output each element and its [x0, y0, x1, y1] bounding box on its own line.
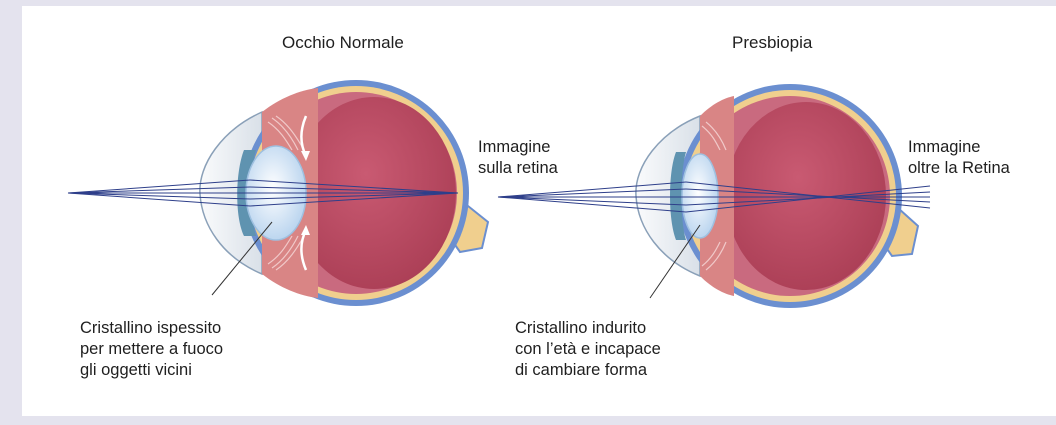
- normal-lens-label-line1: Cristallino ispessito: [80, 318, 223, 339]
- presbyopia-lens-label-line1: Cristallino indurito: [515, 318, 661, 339]
- normal-image-label-line2: sulla retina: [478, 158, 558, 179]
- presbyopia-lens-label-line3: di cambiare forma: [515, 360, 661, 381]
- presbyopia-image-label-line1: Immagine: [908, 137, 1010, 158]
- presbyopia-lens-label: Cristallino indurito con l’età e incapac…: [515, 318, 661, 381]
- presbyopia-eye-title: Presbiopia: [732, 32, 812, 53]
- presbyopia-eye: [498, 84, 930, 308]
- presbyopia-image-label: Immagine oltre la Retina: [908, 137, 1010, 179]
- normal-lens-label-line2: per mettere a fuoco: [80, 339, 223, 360]
- normal-eye-title: Occhio Normale: [282, 32, 404, 53]
- presbyopia-image-label-line2: oltre la Retina: [908, 158, 1010, 179]
- normal-lens-label-line3: gli oggetti vicini: [80, 360, 223, 381]
- presbyopia-lens-label-line2: con l’età e incapace: [515, 339, 661, 360]
- normal-image-label-line1: Immagine: [478, 137, 558, 158]
- normal-eye: [68, 80, 488, 306]
- normal-image-label: Immagine sulla retina: [478, 137, 558, 179]
- normal-lens-label: Cristallino ispessito per mettere a fuoc…: [80, 318, 223, 381]
